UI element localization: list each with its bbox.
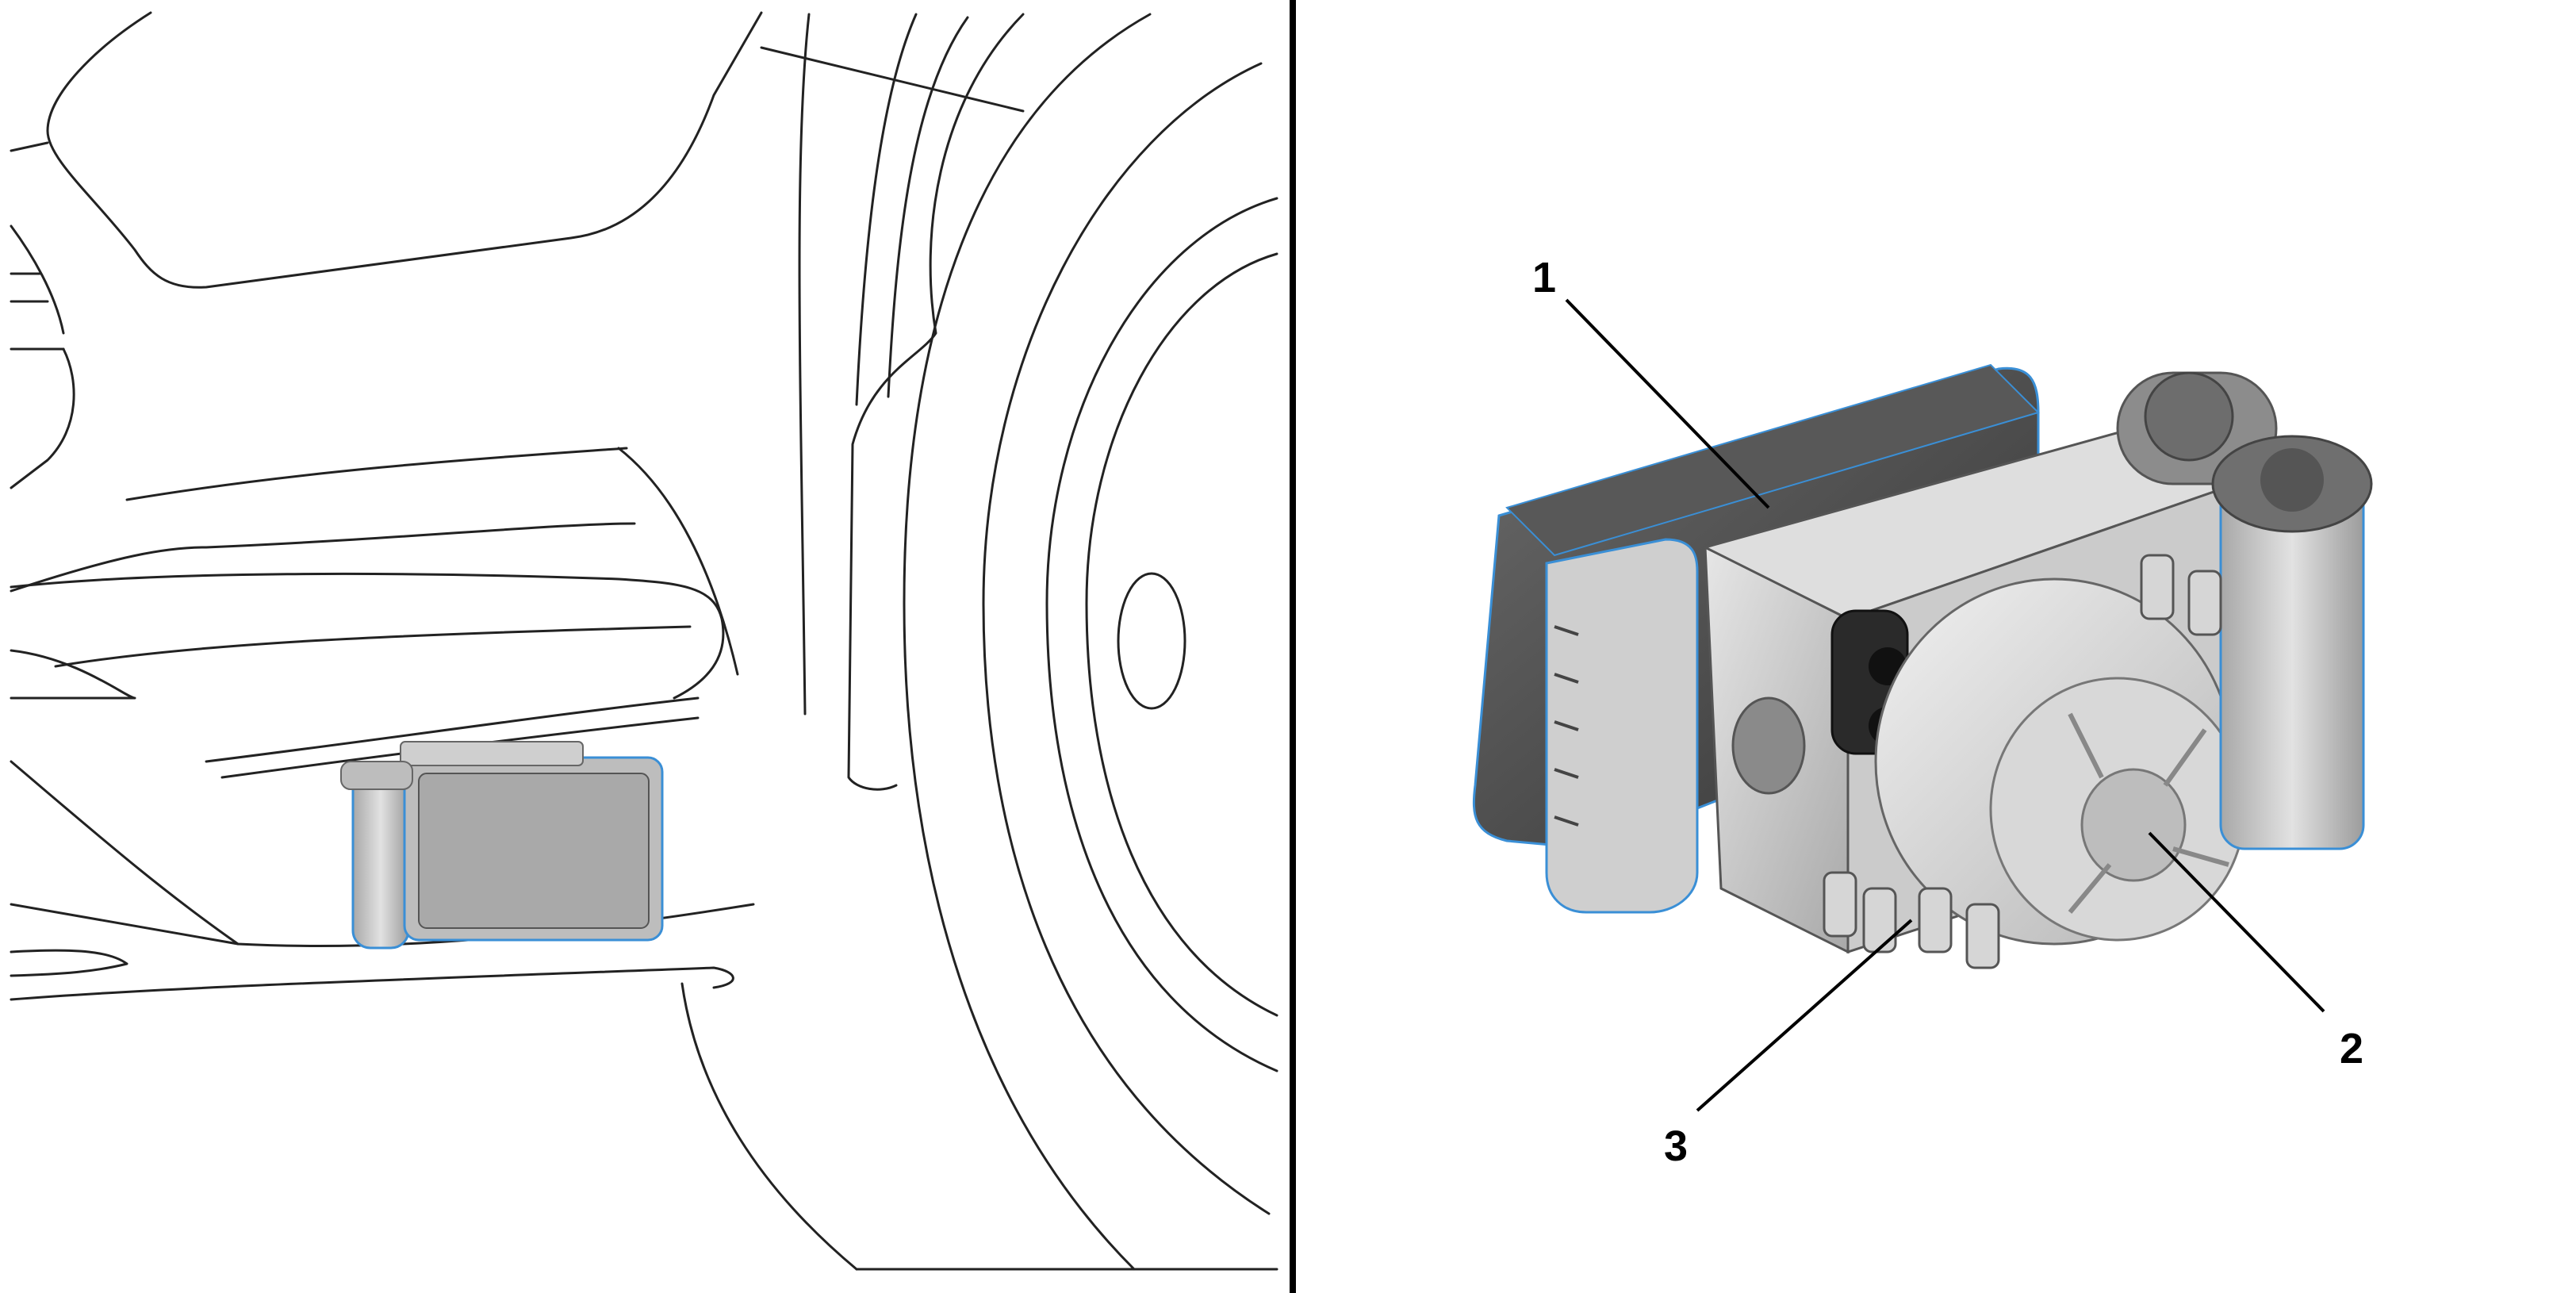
fitting-2: [1862, 887, 1897, 953]
fitting-1: [1823, 871, 1857, 938]
reservoir-front-cap-icon: [2260, 448, 2324, 512]
wheel-arc-mid: [982, 62, 1271, 1215]
connector-ribs: [1554, 625, 1579, 827]
vehicle-location-view: [10, 11, 1278, 1271]
fender-line-3: [887, 16, 969, 398]
grille-curve: [617, 447, 739, 676]
abs-module-small-cap: [340, 761, 413, 790]
wheel-arc-inner-2: [1085, 252, 1278, 1017]
grille-line-4: [205, 696, 700, 763]
fender-line-4: [847, 13, 1025, 791]
callout-label-2: 2: [2340, 1025, 2363, 1072]
connector-block: [1545, 538, 1699, 914]
leader-1: [1565, 298, 1770, 509]
leader-2: [2148, 831, 2325, 1013]
bumper-line-3: [10, 760, 240, 946]
body-outline-left-edge: [10, 141, 49, 152]
abs-module-small-cylinder: [351, 772, 410, 950]
abs-module-detail: [1472, 363, 2373, 969]
bumper-line-1: [10, 572, 725, 700]
valve-block-port: [1731, 696, 1806, 795]
grille-line-1: [125, 447, 628, 501]
leader-3: [1696, 919, 1913, 1112]
fitting-6: [2187, 570, 2222, 636]
brake-line-fittings: [1823, 554, 2222, 969]
callout-label-1: 1: [1532, 254, 1556, 301]
grille-line-2: [10, 522, 636, 593]
reservoir-rear-cap-icon: [2144, 371, 2234, 462]
wheel-arc-outer: [903, 13, 1152, 1271]
lower-body-curve: [680, 982, 858, 1271]
bumper-line-2: [10, 649, 136, 700]
callout-leaders: [1565, 298, 2325, 1112]
body-outline-upper: [46, 11, 763, 289]
fender-line-2: [855, 13, 918, 406]
motor-spokes: [2068, 712, 2229, 914]
abs-module-in-vehicle: [340, 741, 664, 950]
bumper-line-5: [10, 949, 128, 977]
abs-module-small-top: [400, 741, 584, 766]
fender-line-1: [760, 46, 1025, 113]
wheel-hub: [1117, 572, 1186, 710]
body-outline-left-curve: [10, 347, 75, 489]
wheel-arc-inner-1: [1045, 197, 1278, 1072]
grille-line-3: [54, 625, 692, 668]
fitting-4: [1965, 903, 2000, 969]
ecu-housing-top: [1505, 363, 2040, 557]
fitting-5: [2140, 554, 2175, 620]
abs-module-small-cover: [418, 773, 650, 929]
callout-label-3: 3: [1664, 1122, 1688, 1170]
fender-line-5: [798, 13, 811, 716]
bumper-line-6: [10, 966, 734, 1001]
motor-center: [2080, 768, 2187, 882]
body-outline-left-step-1: [10, 224, 65, 335]
fitting-3: [1918, 887, 1953, 953]
